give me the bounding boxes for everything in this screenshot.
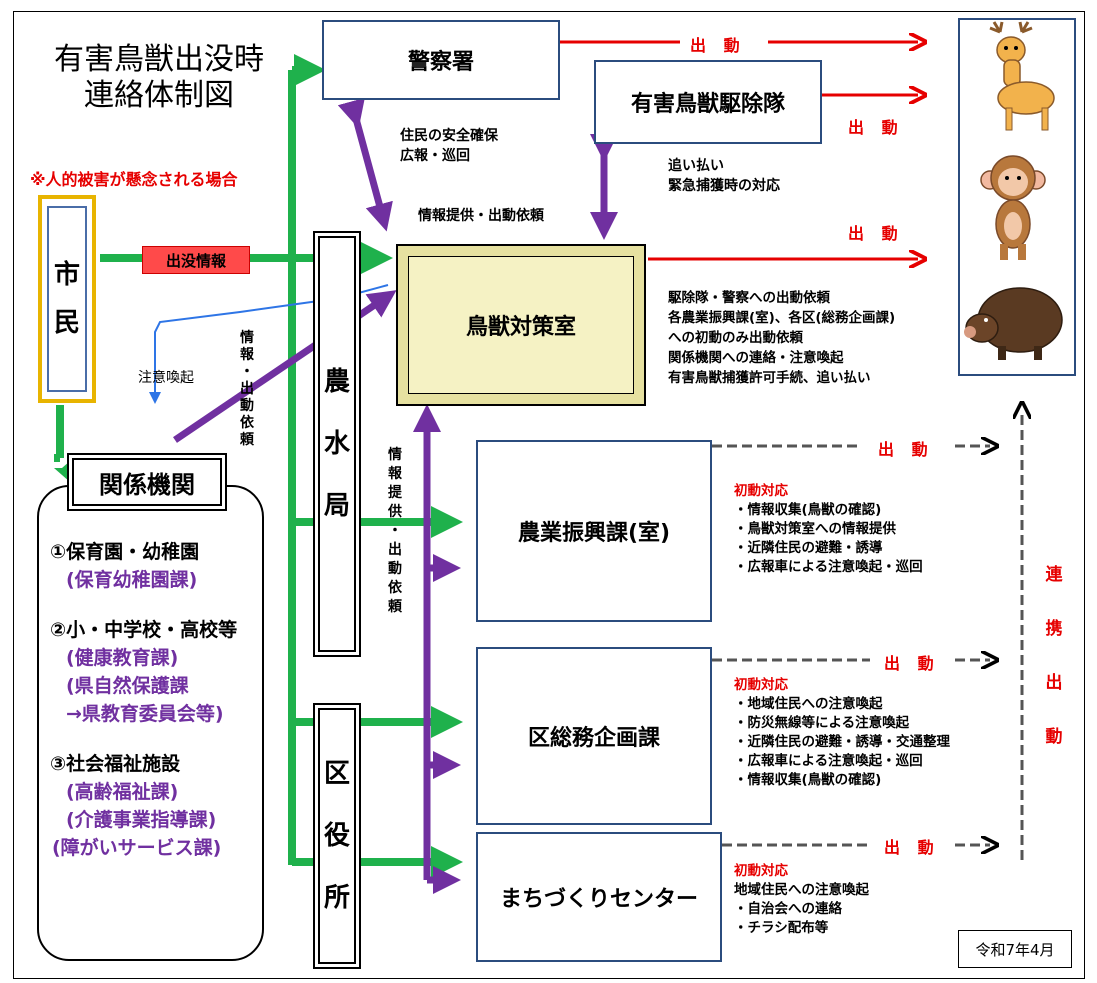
police-notes: 住民の安全確保広報・巡回 (400, 128, 498, 164)
office-duties: 駆除隊・警察への出動依頼各農業振興課(室)、各区(総務企画課)への初動のみ出動依… (668, 290, 896, 386)
dept-3-actions: 初動対応 地域住民への注意喚起・自治会への連絡・チラシ配布等 (734, 863, 869, 936)
dispatch-label-dept-1: 出 動 (878, 440, 934, 459)
monkey-icon (980, 155, 1046, 260)
title-line-1: 有害鳥獣出没時 (54, 42, 264, 77)
agencies-panel (37, 485, 264, 961)
red-dispatch-arrows (560, 42, 918, 259)
warning-note: ※人的被害が懸念される場合 (30, 170, 238, 189)
agri-bureau-box: 農水局 (318, 236, 356, 652)
hunting-notes: 追い払い緊急捕獲時の対応 (668, 158, 780, 194)
agencies-title: 関係機関 (72, 458, 222, 506)
deer-icon (989, 21, 1055, 131)
wildlife-office-box: 鳥獣対策室 (396, 244, 646, 406)
agency-dept: (保育幼稚園課) (66, 569, 198, 591)
agency-dept: →県教育委員会等) (66, 703, 224, 725)
page-title: 有害鳥獣出没時 連絡体制図 (44, 42, 274, 114)
boar-icon (964, 287, 1063, 360)
dept-1-actions: 初動対応 ・情報収集(鳥獣の確認)・鳥獣対策室への情報提供・近隣住民の避難・誘導… (734, 483, 923, 575)
joint-dispatch-label: 連携出動 (1045, 565, 1063, 747)
vertical-info-label: 情報提供・出動依頼 (388, 447, 402, 615)
date-label: 令和7年4月 (958, 930, 1072, 968)
dispatch-label-office: 出 動 (848, 224, 904, 243)
agency-dept: (健康教育課) (66, 647, 179, 669)
agency-item: ②小・中学校・高校等 (50, 619, 238, 641)
dispatch-label-hunting: 出 動 (848, 118, 904, 137)
ward-office-box: 区役所 (318, 708, 356, 964)
agency-dept: (県自然保護課 (66, 675, 189, 697)
citizen-char-1: 市 (53, 260, 80, 290)
community-center-box: まちづくりセンター (476, 832, 722, 962)
dashed-dispatch-lines (712, 410, 1022, 860)
animals-panel (958, 18, 1076, 376)
agency-item: ③社会福祉施設 (50, 753, 181, 775)
agency-item: ①保育園・幼稚園 (50, 541, 200, 563)
agency-dept: (障がいサービス課) (52, 837, 222, 859)
sighting-info-badge: 出没情報 (142, 246, 250, 274)
diagram-frame (13, 11, 1085, 979)
agencies-request-label: 情報・出動依頼 (240, 330, 254, 448)
citizen-box: 市 民 (38, 195, 96, 403)
dispatch-label-dept-3: 出 動 (884, 838, 940, 857)
ward-planning-box: 区総務企画課 (476, 647, 712, 825)
hunting-team-box: 有害鳥獣駆除隊 (594, 60, 822, 144)
animals-illustration (964, 21, 1063, 360)
agencies-list: ①保育園・幼稚園 (保育幼稚園課) ②小・中学校・高校等 (健康教育課) (県自… (50, 538, 260, 862)
agency-dept: (高齢福祉課) (66, 781, 179, 803)
dispatch-label-dept-2: 出 動 (884, 654, 940, 673)
agency-dept: (介護事業指導課) (66, 809, 217, 831)
title-line-2: 連絡体制図 (84, 78, 234, 113)
alert-label: 注意喚起 (138, 370, 194, 386)
agri-promotion-box: 農業振興課(室) (476, 440, 712, 622)
dept-2-actions: 初動対応 ・地域住民への注意喚起・防災無線等による注意喚起・近隣住民の避難・誘導… (734, 677, 950, 788)
wildlife-office-label: 鳥獣対策室 (465, 315, 576, 340)
citizen-char-2: 民 (53, 308, 80, 338)
dispatch-label-police: 出 動 (690, 36, 746, 55)
info-request-label: 情報提供・出動依頼 (418, 208, 544, 224)
police-box: 警察署 (322, 20, 560, 100)
